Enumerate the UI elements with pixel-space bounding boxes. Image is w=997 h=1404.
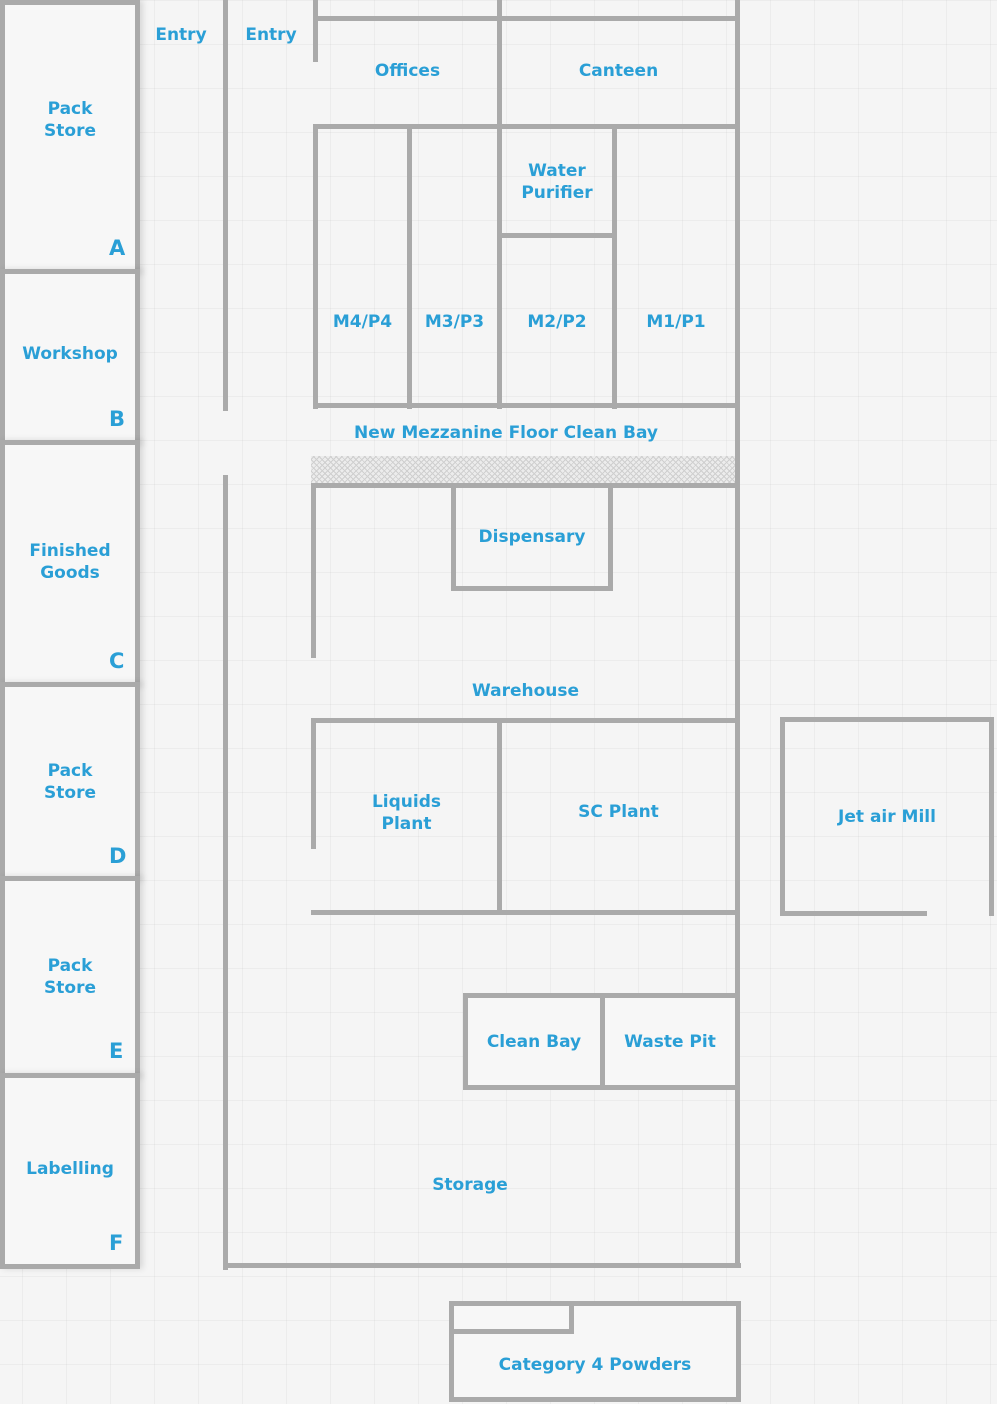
label-jet-air-mill: Jet air Mill	[838, 807, 936, 827]
label-pack-store-d: Pack Store	[44, 761, 96, 803]
top-strip-line	[313, 16, 740, 21]
label-pack-store-a: Pack Store	[44, 99, 96, 141]
letter-e: E	[109, 1039, 124, 1063]
label-sc-plant: SC Plant	[578, 802, 659, 822]
warehouse-left-wall	[311, 483, 316, 658]
entry-label-left: Entry	[155, 25, 207, 45]
room-clean-bay	[463, 993, 605, 1090]
label-pack-store-e: Pack Store	[44, 956, 96, 998]
category4-inner-line	[449, 1329, 574, 1334]
label-m4-p4: M4/P4	[332, 312, 393, 332]
label-labelling-f: Labelling	[26, 1159, 114, 1179]
main-building-right-wall	[735, 0, 740, 1268]
dispensary-bottom-wall	[451, 586, 613, 591]
jet-mill-bottom-wall	[780, 911, 927, 916]
label-finished-goods-c: Finished Goods	[29, 541, 111, 583]
top-row-bottom-wall	[313, 124, 740, 129]
plants-bottom-wall	[311, 910, 740, 915]
liquids-sc-divider	[497, 718, 502, 914]
room-pack-store-d	[0, 682, 140, 881]
letter-d: D	[109, 844, 127, 868]
label-clean-bay: Clean Bay	[486, 1032, 582, 1052]
room-waste-pit	[600, 993, 740, 1090]
top-wall-short	[313, 0, 318, 62]
label-canteen: Canteen	[578, 61, 659, 81]
dispensary-left-wall	[451, 483, 456, 591]
jet-mill-left-wall	[780, 717, 785, 916]
label-m3-p3: M3/P3	[424, 312, 485, 332]
jet-mill-right-wall	[989, 717, 994, 916]
corridor-wall-lower	[223, 475, 228, 1270]
label-offices: Offices	[374, 61, 441, 81]
liquids-left-wall	[311, 718, 316, 849]
offices-canteen-divider	[497, 0, 502, 130]
label-m1-p1: M1/P1	[646, 312, 706, 332]
warehouse-bottom-wall	[311, 718, 740, 723]
production-left-wall	[313, 124, 318, 409]
letter-b: B	[109, 407, 126, 431]
label-water-purifier: Water Purifier	[521, 161, 593, 203]
dispensary-right-wall	[608, 483, 613, 591]
label-storage: Storage	[432, 1175, 508, 1195]
label-mezzanine: New Mezzanine Floor Clean Bay	[354, 423, 658, 443]
water-purifier-bottom-wall	[497, 233, 617, 238]
label-m2-p2: M2/P2	[527, 312, 587, 332]
main-building-bottom-wall	[223, 1263, 741, 1268]
room-workshop-b	[0, 269, 140, 445]
room-labelling-f	[0, 1073, 140, 1269]
m4-m3-divider	[407, 124, 412, 409]
letter-c: C	[109, 649, 125, 673]
label-workshop-b: Workshop	[22, 344, 118, 364]
jet-mill-top-wall	[780, 717, 994, 722]
label-liquids-plant: Liquids Plant	[371, 792, 442, 834]
room-pack-store-a	[0, 0, 140, 274]
warehouse-top-wall	[311, 483, 740, 488]
corridor-wall-upper	[223, 0, 228, 411]
category4-inner-divider	[569, 1301, 574, 1334]
m2-m1-divider	[612, 124, 617, 409]
m3-m2-divider	[497, 124, 502, 409]
letter-f: F	[109, 1231, 124, 1255]
label-waste-pit: Waste Pit	[624, 1032, 716, 1052]
production-bottom-wall	[313, 403, 740, 408]
entry-label-right: Entry	[245, 25, 297, 45]
label-dispensary: Dispensary	[478, 527, 586, 547]
room-category-4-powders	[449, 1301, 741, 1402]
mezzanine-hatch	[311, 456, 735, 483]
letter-a: A	[109, 236, 126, 260]
label-category-4-powders: Category 4 Powders	[498, 1355, 692, 1375]
label-warehouse: Warehouse	[471, 681, 580, 701]
